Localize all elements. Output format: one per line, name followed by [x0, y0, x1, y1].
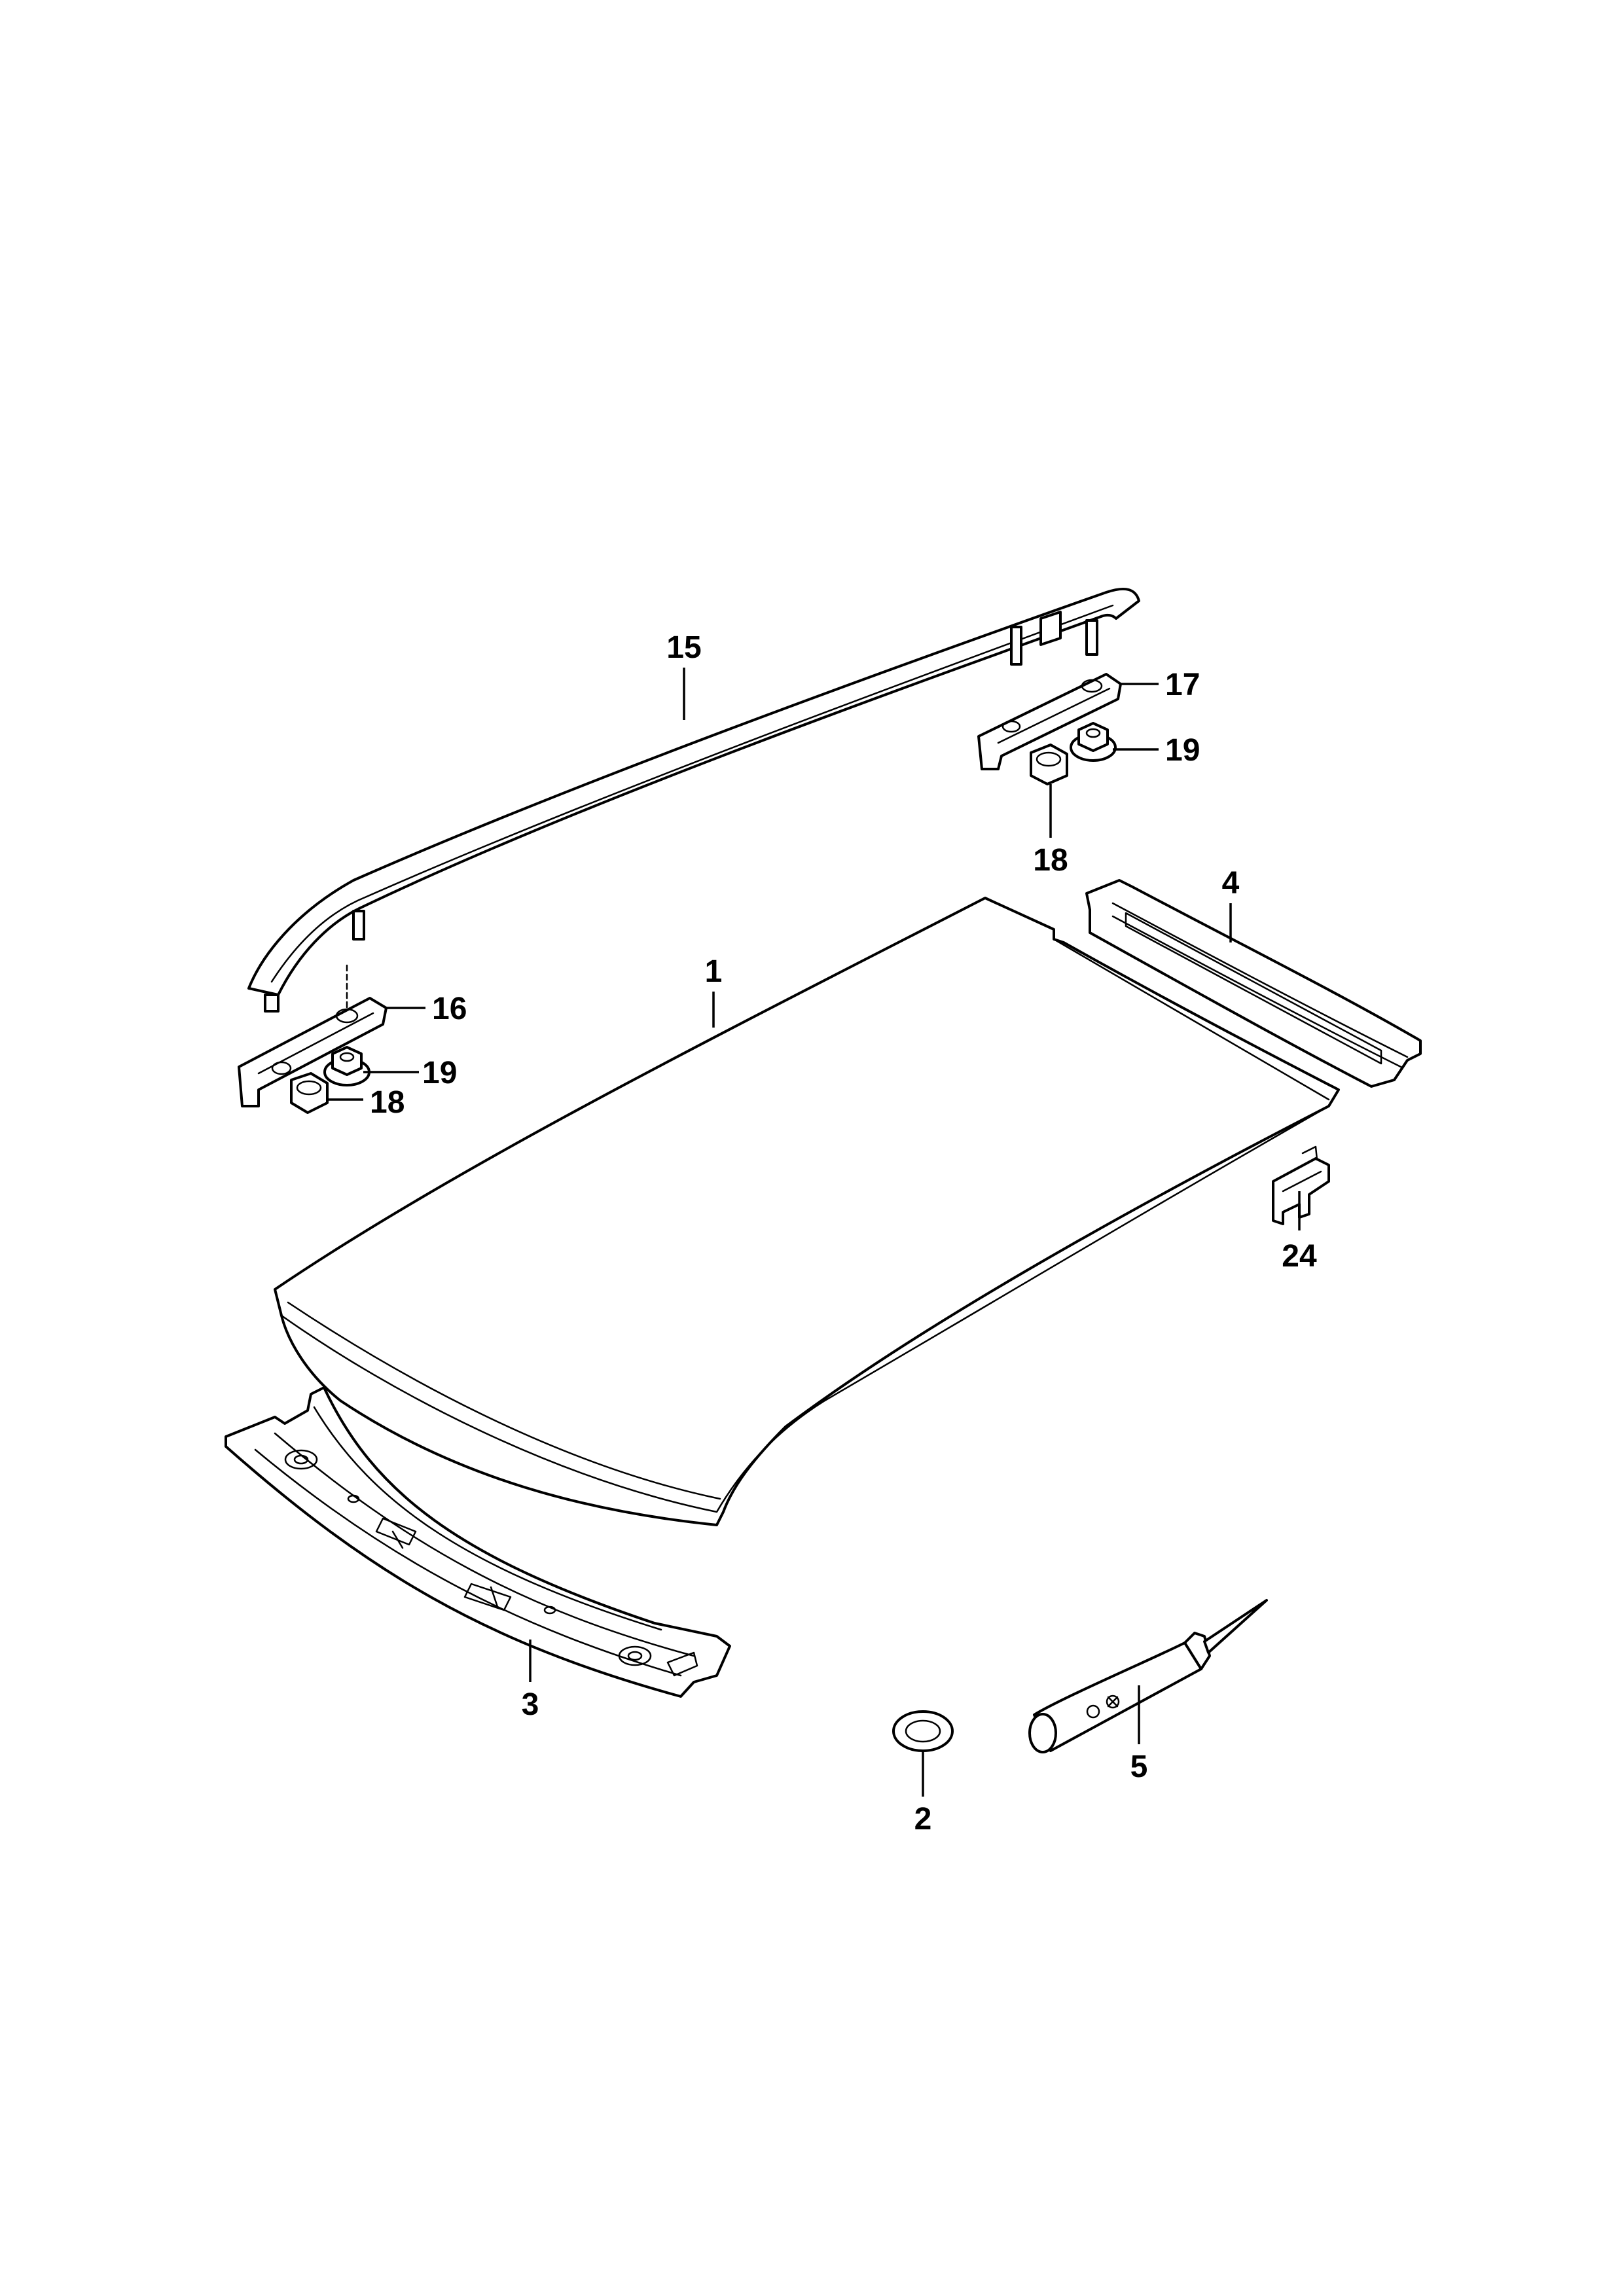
part-18-nut-front[interactable] — [290, 1072, 329, 1114]
part-24-clip[interactable] — [1272, 1145, 1330, 1225]
callout-1: 1 — [705, 954, 723, 989]
part-18-nut-rear[interactable] — [1030, 744, 1068, 785]
part-2-washer[interactable] — [892, 1710, 954, 1752]
part-19-flange-nut-front[interactable] — [323, 1046, 370, 1086]
part-17-rear-bracket[interactable] — [977, 673, 1122, 770]
callout-labels: 15 1 4 24 16 19 18 17 19 18 3 2 5 — [370, 630, 1317, 1837]
callout-17: 17 — [1165, 668, 1200, 702]
part-15-roof-rail[interactable] — [247, 587, 1140, 1013]
leader-lines — [327, 668, 1301, 1797]
part-3-front-header[interactable] — [225, 1386, 731, 1698]
callout-18b: 18 — [1033, 843, 1068, 878]
callout-15: 15 — [666, 630, 701, 665]
callout-2: 2 — [914, 1802, 932, 1837]
part-19-flange-nut-rear[interactable] — [1070, 722, 1117, 762]
part-1-roof-panel[interactable] — [274, 897, 1340, 1526]
callout-24: 24 — [1282, 1239, 1317, 1274]
callout-3: 3 — [522, 1687, 539, 1722]
part-5-sealant-tube[interactable] — [1028, 1599, 1268, 1753]
callout-19a: 19 — [422, 1056, 457, 1090]
callout-5: 5 — [1130, 1749, 1148, 1784]
callout-19b: 19 — [1165, 733, 1200, 768]
callout-18a: 18 — [370, 1085, 405, 1120]
callout-4: 4 — [1222, 866, 1240, 901]
part-16-front-bracket[interactable] — [238, 964, 388, 1107]
callout-16: 16 — [432, 992, 467, 1026]
part-4-rear-channel[interactable] — [1085, 879, 1422, 1088]
